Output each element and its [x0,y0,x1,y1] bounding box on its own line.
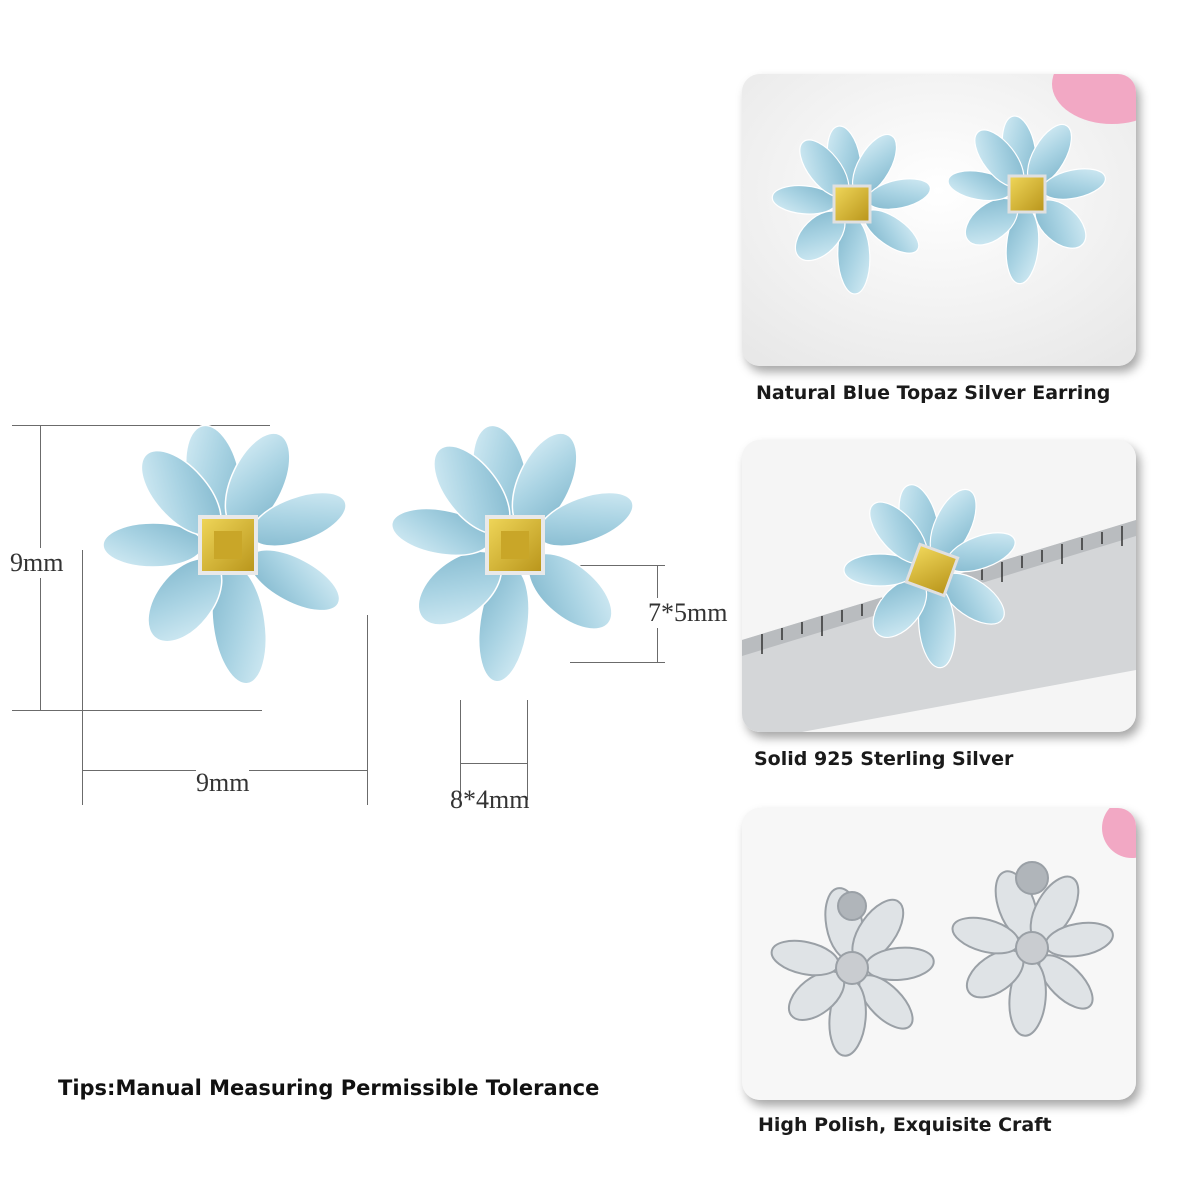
earring-front-right [391,424,634,683]
photo-earring-back [742,808,1136,1100]
stone-large-bottom-extension [570,662,665,663]
photo-caption: High Polish, Exquisite Craft [758,1114,1052,1136]
width-right-extension [367,615,368,805]
width-left-extension [82,550,83,805]
photo-caption: Natural Blue Topaz Silver Earring [756,382,1111,404]
stone-small-left-extension [460,700,461,800]
photo-earring-ruler [742,440,1136,732]
photo-earring-pair [742,74,1136,366]
width-label: 9mm [196,768,250,798]
dimension-diagram: 9mm 9mm 7*5mm 8*4mm [0,400,740,840]
stone-small-label: 8*4mm [450,785,530,814]
stone-large-label: 7*5mm [648,598,728,628]
height-top-extension [12,425,270,426]
tolerance-tip: Tips:Manual Measuring Permissible Tolera… [58,1076,600,1100]
photo-caption: Solid 925 Sterling Silver [754,748,1014,770]
stone-small-right-extension [527,700,528,800]
pink-flower-icon [1102,808,1136,858]
pink-flower-icon [1052,74,1136,124]
height-bottom-extension [12,710,262,711]
stone-large-top-extension [545,565,665,566]
earring-front-left [102,424,347,685]
height-label: 9mm [10,548,64,578]
stone-small-dimension-line [460,763,528,764]
